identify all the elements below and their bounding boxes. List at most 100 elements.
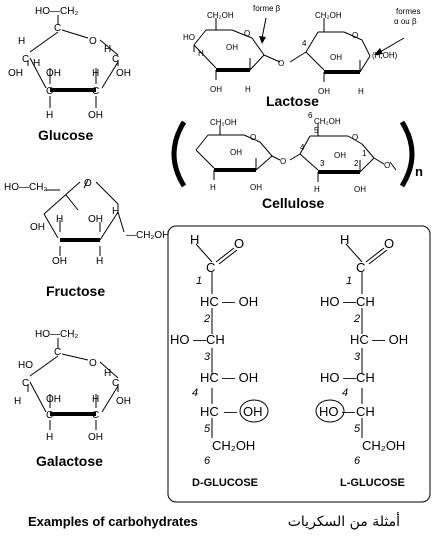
cellulose-o-end: O <box>384 161 390 170</box>
l-glucose-c1: C <box>356 260 365 275</box>
l-glucose-c3: HC <box>350 332 369 347</box>
lactose-o-ring-right: O <box>352 31 358 40</box>
d-glucose-c3: CH <box>206 332 225 347</box>
cellulose-h-1: H <box>210 183 216 192</box>
cellulose-o-ring-1: O <box>250 133 256 142</box>
fructose-oh-left: OH <box>30 222 45 233</box>
cellulose-oh-1b: OH <box>250 183 262 192</box>
lactose-alpha-beta: α ou β <box>394 17 417 26</box>
galactose-c4: C <box>22 378 29 389</box>
fructose-oh-top-right: OH <box>88 214 103 225</box>
l-glucose-c4: CH <box>356 370 375 385</box>
glucose-ring-o: O <box>89 36 97 47</box>
lactose-o-link: O <box>278 59 284 68</box>
caption-arabic: أمثلة من السكريات <box>288 512 400 530</box>
galactose-h3: H <box>46 432 53 443</box>
d-glucose-bonds <box>195 243 238 438</box>
galactose-ho4: HO <box>18 360 33 371</box>
fructose-ring-o: O <box>84 178 92 189</box>
fructose-h-right: H <box>112 206 119 217</box>
lactose-num-4: 4 <box>302 39 307 48</box>
lactose-h-right-bottom: H <box>358 87 364 96</box>
glucose-h4: H <box>33 58 40 69</box>
l-glucose-num-1: 1 <box>346 275 352 287</box>
fructose-label: Fructose <box>46 283 105 299</box>
galactose-structure <box>27 338 119 430</box>
lactose-forme-beta: forme β <box>253 4 281 13</box>
fructose-ch2oh: —CH₂OH <box>126 230 169 241</box>
galactose-ho-ch2: HO—CH₂ <box>35 329 78 340</box>
cellulose-num-1: 1 <box>362 149 367 158</box>
d-glucose-label: D-GLUCOSE <box>192 477 258 489</box>
cellulose-o-link: O <box>280 157 286 166</box>
lactose-ch2oh-right: CH₂OH <box>315 11 342 20</box>
glucose-c3: C <box>46 86 53 97</box>
cellulose-num-3: 3 <box>320 159 325 168</box>
lactose-oh-right-bottom: OH <box>318 87 330 96</box>
galactose-c1: C <box>112 378 119 389</box>
l-glucose-num-5: 5 <box>354 423 361 435</box>
cellulose-ch2oh-2: CH₂OH <box>314 117 341 126</box>
l-glucose-ho5: HO <box>319 404 339 419</box>
glucose-oh3: OH <box>46 68 61 79</box>
cellulose-oh-2b: OH <box>354 185 366 194</box>
d-glucose-c4: HC <box>200 370 219 385</box>
d-glucose-num-5: 5 <box>204 423 211 435</box>
glucose-h1: H <box>104 44 111 55</box>
l-glucose-num-3: 3 <box>354 351 361 363</box>
fructose-h-top-left: H <box>56 214 63 225</box>
l-glucose-ho5-circle <box>315 399 345 423</box>
cellulose-num-4: 4 <box>300 143 305 152</box>
galactose-oh2: OH <box>88 432 103 443</box>
lactose-label: Lactose <box>266 93 319 109</box>
l-glucose-oh3: — OH <box>372 332 408 347</box>
d-glucose-num-3: 3 <box>204 351 211 363</box>
l-glucose-ho2: HO — <box>320 294 356 309</box>
lactose-oh-right-mid: OH <box>330 53 342 62</box>
l-glucose-label: L-GLUCOSE <box>340 477 405 489</box>
glucose-h5: H <box>18 36 25 47</box>
d-glucose-ho3: HO — <box>170 332 206 347</box>
galactose-oh1: OH <box>116 396 131 407</box>
fructose-structure <box>43 179 125 256</box>
l-glucose-bonds <box>345 243 388 438</box>
lactose-oh-left-bottom: OH <box>210 85 222 94</box>
fructose-oh-bottom-left: OH <box>52 256 67 267</box>
d-glucose-oh5: OH <box>243 404 263 419</box>
cellulose-h-2: H <box>314 185 320 194</box>
lactose-structure <box>193 17 405 82</box>
lactose-h-left: H <box>198 49 204 58</box>
l-glucose-num-6: 6 <box>354 455 361 467</box>
lactose-h-oh: (H,OH) <box>372 51 398 60</box>
galactose-oh3: OH <box>46 394 61 405</box>
glucose-structure <box>27 15 119 108</box>
l-glucose-num-2: 2 <box>353 313 360 325</box>
d-glucose-num-1: 1 <box>196 275 202 287</box>
lactose-ch2oh-left: CH₂OH <box>207 11 234 20</box>
cellulose-n: n <box>415 164 423 179</box>
galactose-c3: C <box>46 410 53 421</box>
glucose-label: Glucose <box>38 127 93 143</box>
d-glucose-oh4: — OH <box>222 370 258 385</box>
cellulose-oh-1: OH <box>230 148 242 157</box>
l-glucose-c5: CH <box>356 404 375 419</box>
fructose-h-bottom-right: H <box>96 256 103 267</box>
cellulose-o-ring-2: O <box>352 133 358 142</box>
d-glucose-num-6: 6 <box>204 455 211 467</box>
d-glucose-num-4: 4 <box>192 387 198 399</box>
cellulose-label: Cellulose <box>262 195 324 211</box>
d-glucose-oh5-circle <box>239 399 269 423</box>
l-glucose-c2: CH <box>356 294 375 309</box>
glucose-oh1: OH <box>116 68 131 79</box>
galactose-h2: H <box>92 394 99 405</box>
caption-english: Examples of carbohydrates <box>28 514 198 529</box>
d-glucose-ch2oh: CH₂OH <box>212 438 255 453</box>
l-glucose-o-top: O <box>384 236 394 251</box>
cellulose-ch2oh-1: CH₂OH <box>210 118 237 127</box>
glucose-oh2: OH <box>88 110 103 121</box>
glucose-h3: H <box>46 110 53 121</box>
d-glucose-h-top: H <box>190 232 199 247</box>
d-glucose-c2: HC <box>200 294 219 309</box>
l-glucose-num-4: 4 <box>342 387 348 399</box>
